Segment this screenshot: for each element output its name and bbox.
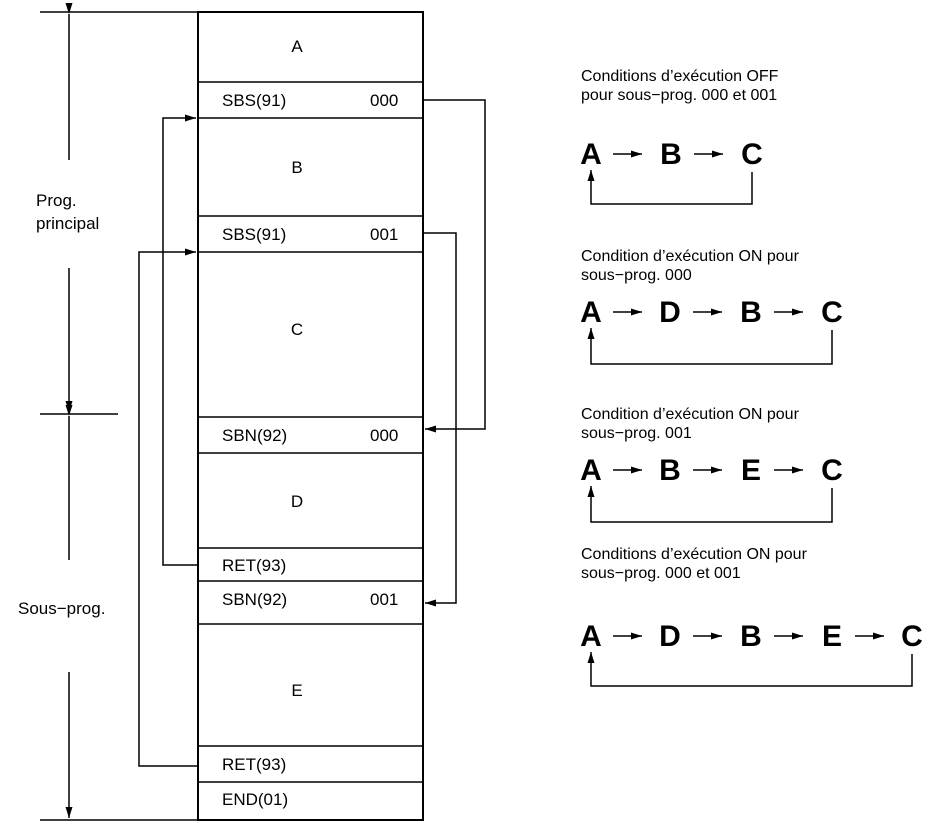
case-on-both-caption-1: Conditions d’exécution ON pour [581, 546, 808, 563]
main-program-label-2: principal [36, 214, 99, 233]
case-off: Conditions d’exécution OFF pour sous−pro… [580, 68, 779, 205]
block-end-label: END(01) [222, 790, 288, 809]
block-b: B [291, 158, 302, 177]
seq-letter: B [740, 620, 762, 653]
main-program-label-1: Prog. [36, 191, 77, 210]
arrow-sbs000-to-sbn000 [423, 99, 486, 433]
block-b-label: B [291, 158, 302, 177]
seq-letter: B [659, 454, 681, 487]
block-sbs-000: SBS(91) 000 [222, 91, 398, 110]
case-on-001-caption-2: sous−prog. 001 [581, 425, 692, 442]
block-a-label: A [291, 37, 303, 56]
seq-letter: B [660, 138, 682, 171]
block-sbs-000-label: SBS(91) [222, 91, 286, 110]
block-sbs-001-number: 001 [370, 225, 398, 244]
loop-back-line [587, 652, 913, 687]
case-on-000: Condition d’exécution ON pour sous−prog.… [580, 248, 843, 365]
seq-letter: D [659, 296, 681, 329]
block-ret-1: RET(93) [222, 556, 286, 575]
case-off-caption-1: Conditions d’exécution OFF [581, 68, 779, 85]
arrow-sbs001-to-sbn001 [423, 232, 457, 607]
case-on-000-caption-1: Condition d’exécution ON pour [581, 248, 800, 265]
seq-letter: C [821, 296, 843, 329]
block-sbs-001-label: SBS(91) [222, 225, 286, 244]
block-e: E [291, 681, 302, 700]
case-on-both-caption-2: sous−prog. 000 et 001 [581, 565, 741, 582]
block-sbn-000-number: 000 [370, 426, 398, 445]
block-sbn-000-label: SBN(92) [222, 426, 287, 445]
seq-letter: A [580, 454, 602, 487]
subroutine-label: Sous−prog. [18, 599, 105, 618]
case-on-001: Condition d’exécution ON pour sous−prog.… [580, 406, 843, 523]
seq-letter: B [740, 296, 762, 329]
block-sbn-000: SBN(92) 000 [222, 426, 398, 445]
block-sbn-001: SBN(92) 001 [222, 590, 398, 609]
flow-arrows [138, 99, 486, 767]
seq-letter: D [659, 620, 681, 653]
block-end: END(01) [222, 790, 288, 809]
arrow-ret-to-c [138, 248, 198, 767]
loop-back-line [587, 486, 833, 523]
seq-letter: A [580, 138, 602, 171]
seq-letter: C [901, 620, 923, 653]
arrow-ret-to-b [162, 114, 198, 566]
loop-back-line [587, 328, 833, 365]
seq-letter: A [580, 620, 602, 653]
block-sbn-001-label: SBN(92) [222, 590, 287, 609]
seq-letter: C [821, 454, 843, 487]
block-sbs-001: SBS(91) 001 [222, 225, 398, 244]
block-sbs-000-number: 000 [370, 91, 398, 110]
seq-letter: E [822, 620, 842, 653]
block-c-label: C [291, 320, 303, 339]
case-on-000-caption-2: sous−prog. 000 [581, 267, 692, 284]
block-a: A [291, 37, 303, 56]
block-ret-1-label: RET(93) [222, 556, 286, 575]
seq-letter: A [580, 296, 602, 329]
case-on-001-caption-1: Condition d’exécution ON pour [581, 406, 800, 423]
side-dimensions: Prog. principal Sous−prog. [18, 3, 118, 818]
block-sbn-001-number: 001 [370, 590, 398, 609]
program-outline [197, 11, 424, 821]
block-e-label: E [291, 681, 302, 700]
block-d: D [291, 492, 303, 511]
block-c: C [291, 320, 303, 339]
seq-letter: E [741, 454, 761, 487]
block-d-label: D [291, 492, 303, 511]
case-on-000-001: Conditions d’exécution ON pour sous−prog… [580, 546, 923, 687]
loop-back-line [587, 170, 753, 205]
case-off-caption-2: pour sous−prog. 000 et 001 [581, 87, 777, 104]
seq-letter: C [741, 138, 763, 171]
block-ret-2: RET(93) [222, 755, 286, 774]
block-ret-2-label: RET(93) [222, 755, 286, 774]
program-column: A SBS(91) 000 B SBS(91) 001 C SBN(92) 00… [40, 11, 424, 821]
